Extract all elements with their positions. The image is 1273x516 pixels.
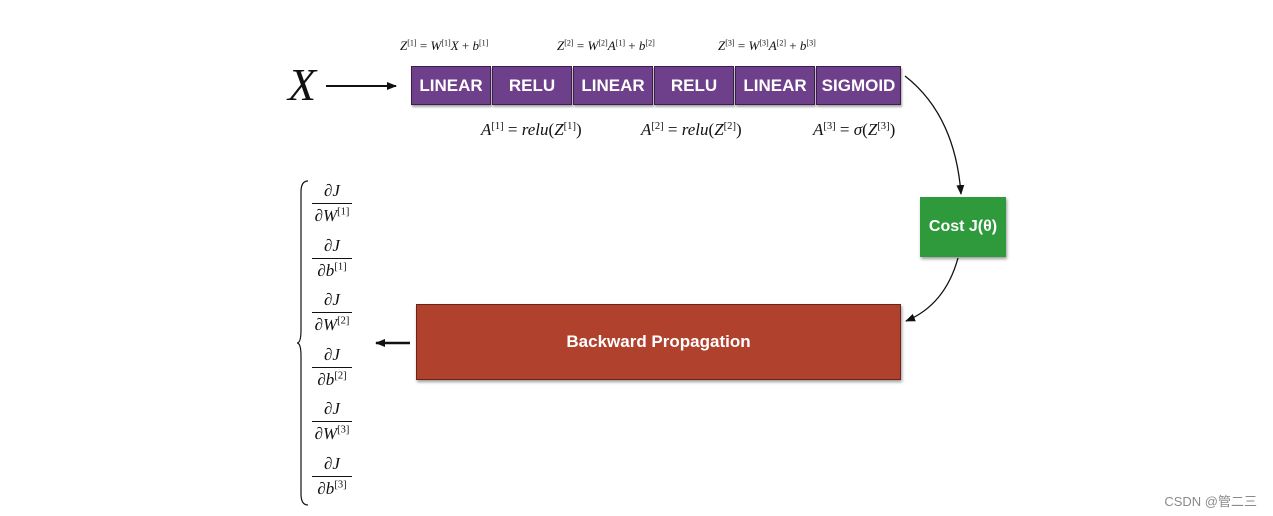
equation-z1: Z[1] = W[1]X + b[1] xyxy=(400,38,489,53)
gradient-dw1: ∂J ∂W[1] xyxy=(307,181,357,236)
equation-a2: A[2] = relu(Z[2]) xyxy=(641,120,742,139)
forward-to-cost-arrow xyxy=(904,75,965,195)
watermark: CSDN @管二三 xyxy=(1164,494,1257,509)
equation-a1: A[1] = relu(Z[1]) xyxy=(481,120,582,139)
gradient-dw2: ∂J ∂W[2] xyxy=(307,290,357,345)
gradient-db1: ∂J ∂b[1] xyxy=(307,236,357,291)
equation-a3: A[3] = σ(Z[3]) xyxy=(813,120,896,139)
gradient-brace xyxy=(296,180,309,506)
layer-relu-1: RELU xyxy=(492,66,572,105)
layer-sigmoid: SIGMOID xyxy=(816,66,901,105)
gradient-dw3: ∂J ∂W[3] xyxy=(307,399,357,454)
backward-propagation-box: Backward Propagation xyxy=(416,304,901,380)
equation-z2: Z[2] = W[2]A[1] + b[2] xyxy=(557,38,655,53)
layer-relu-2: RELU xyxy=(654,66,734,105)
input-x-label: X xyxy=(288,59,317,110)
gradient-db3: ∂J ∂b[3] xyxy=(307,454,357,509)
cost-function-box: Cost J(θ) xyxy=(920,197,1006,257)
layer-linear-2: LINEAR xyxy=(573,66,653,105)
gradient-db2: ∂J ∂b[2] xyxy=(307,345,357,400)
forward-layer-strip: LINEAR RELU LINEAR RELU LINEAR SIGMOID xyxy=(411,66,902,105)
layer-linear-3: LINEAR xyxy=(735,66,815,105)
equation-z3: Z[3] = W[3]A[2] + b[3] xyxy=(718,38,816,53)
cost-to-backward-arrow xyxy=(905,257,959,322)
layer-linear-1: LINEAR xyxy=(411,66,491,105)
gradient-list: ∂J ∂W[1] ∂J ∂b[1] ∂J ∂W[2] ∂J ∂b[2] ∂J ∂… xyxy=(307,181,357,508)
